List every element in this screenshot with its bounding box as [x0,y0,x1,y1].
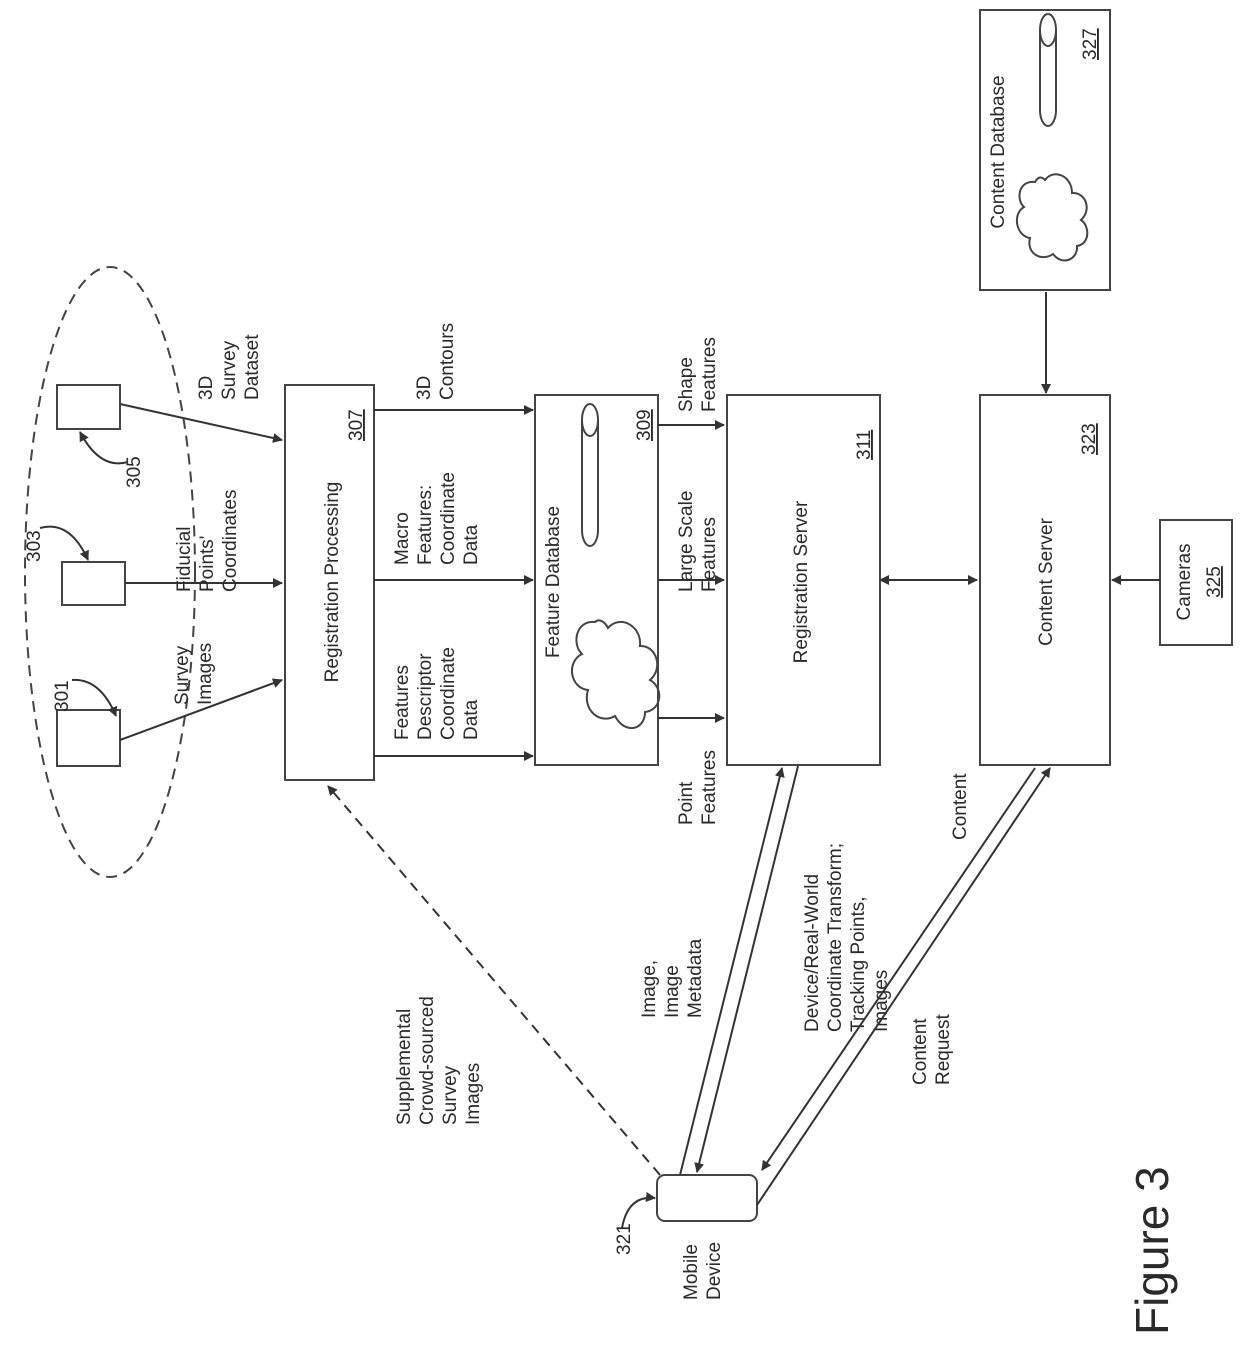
content-database-ref: 327 [1080,28,1101,60]
label-macro-features: Macro Features: Coordinate Data [392,467,482,565]
label-supplemental: Supplemental Crowd-sourced Survey Images [394,991,484,1125]
ref-301: 301 [52,680,73,712]
label-content-request: Content Request [910,1013,954,1085]
label-survey-dataset: 3D Survey Dataset [196,334,263,400]
mobile-device-label: Mobile Device [681,1239,725,1300]
label-large-scale-features: Large Scale Features [676,485,720,592]
fiducial-device-303 [62,562,125,605]
arrow-transform [697,766,798,1172]
label-survey-images: Survey Images [172,641,216,705]
label-shape-features: Shape Features [676,337,720,412]
label-transform: Device/Real-World Coordinate Transform; … [802,838,892,1032]
label-content: Content [950,773,971,840]
registration-processing-label: Registration Processing [322,482,343,683]
ref-303: 303 [24,530,45,562]
mobile-device-ref: 321 [614,1223,635,1255]
ref-305: 305 [124,456,145,488]
feature-database-ref: 309 [634,409,655,441]
label-image-metadata: Image, Image Metadata [639,938,706,1018]
cameras-label: Cameras [1174,543,1195,620]
content-server-ref: 323 [1079,423,1100,455]
leader-303 [40,527,88,560]
registration-server-label: Registration Server [791,500,812,663]
arrow-dataset [120,404,282,440]
arrow-content-request [757,768,1050,1205]
survey-device-301 [57,710,120,766]
figure-label: Figure 3 [1126,1166,1178,1335]
leader-305 [80,432,128,463]
feature-database-label: Feature Database [543,506,564,658]
label-features-descriptor: Features Descriptor Coordinate Data [392,642,482,740]
cameras-ref: 325 [1204,566,1225,598]
registration-processing-ref: 307 [346,409,367,441]
registration-server-ref: 311 [854,430,875,460]
content-cylinder-icon [1040,14,1056,126]
mobile-device-box [657,1175,757,1221]
label-3d-contours: 3D Contours [414,323,458,400]
content-server-label: Content Server [1036,517,1057,645]
database-cylinder-icon [582,404,598,546]
label-point-features: Point Features [676,750,720,825]
arrow-supplemental [328,786,660,1175]
content-database-label: Content Database [988,75,1009,228]
label-fiducial: Fiducial Points' Coordinates [174,490,241,592]
dataset-device-305 [57,385,120,429]
